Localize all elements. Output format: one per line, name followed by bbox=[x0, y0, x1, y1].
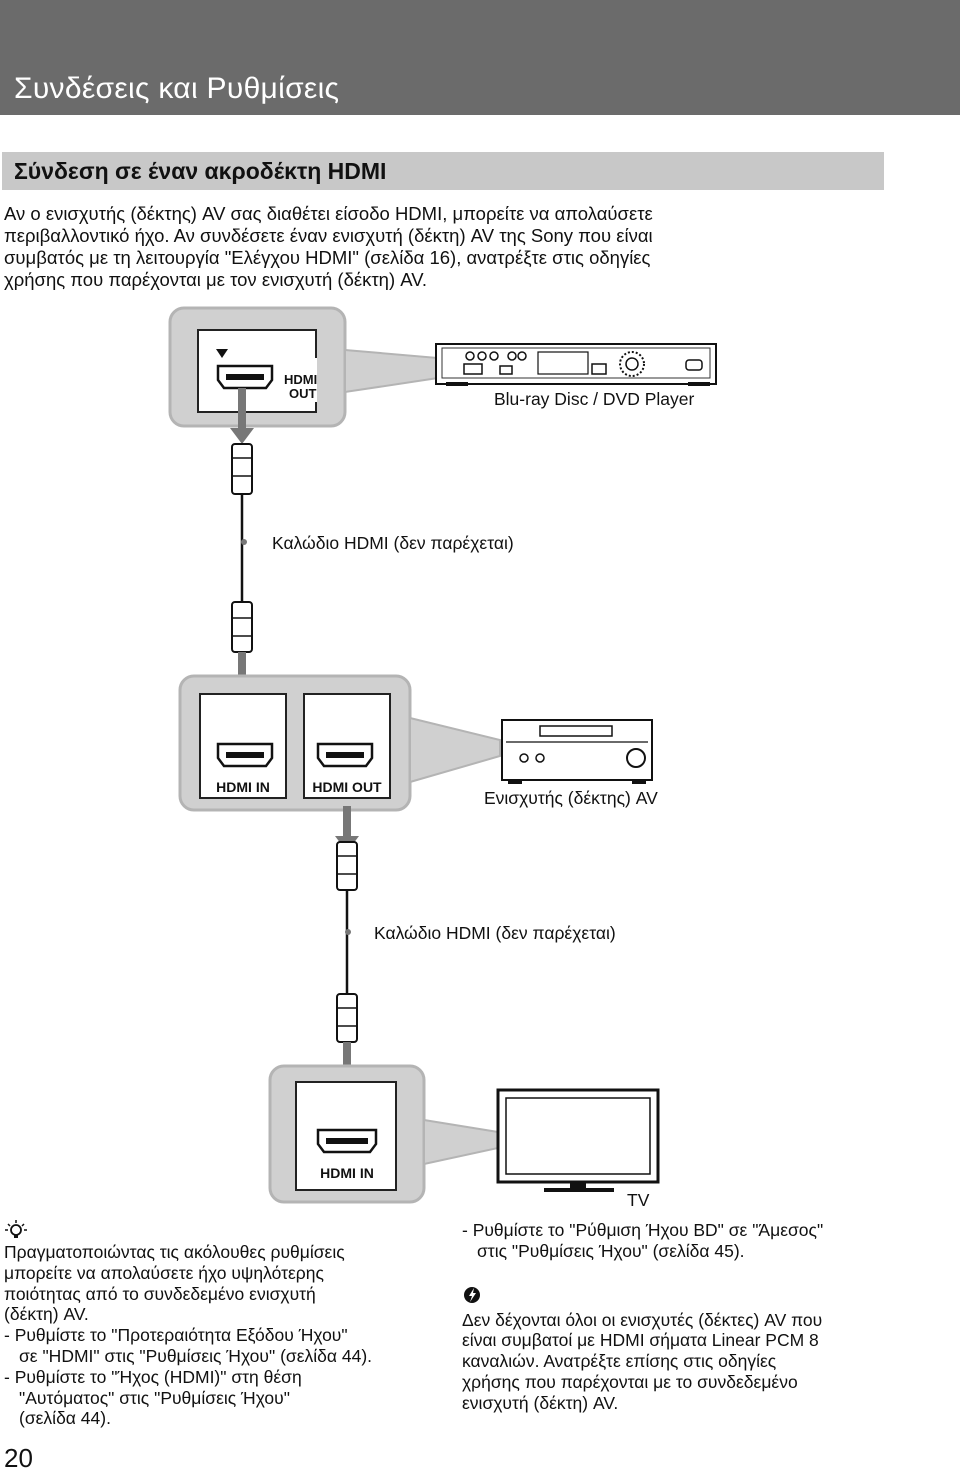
player-label: Blu-ray Disc / DVD Player bbox=[494, 389, 695, 409]
tv-label: TV bbox=[627, 1190, 650, 1210]
lightbulb-icon bbox=[5, 1220, 27, 1238]
tip-line: ποιότητας από το συνδεδεμένο ενισχυτή bbox=[4, 1283, 316, 1304]
tv-hdmi-in-label: HDMI IN bbox=[320, 1165, 374, 1181]
player-port-label-2: OUT bbox=[289, 386, 317, 401]
tip-bullet: σε "HDMI" στις "Ρυθμίσεις Ήχου" (σελίδα … bbox=[19, 1345, 373, 1366]
tip-line: μπορείτε να απολαύσετε ήχο υψηλότερης bbox=[4, 1262, 324, 1283]
intro-line: συμβατός με τη λειτουργία "Ελέγχου HDMI"… bbox=[4, 247, 651, 268]
amp-label: Ενισχυτής (δέκτης) AV bbox=[484, 788, 658, 808]
tip-block: Πραγματοποιώντας τις ακόλουθες ρυθμίσεις… bbox=[4, 1242, 434, 1429]
page-number: 20 bbox=[4, 1443, 33, 1473]
intro-line: χρήσης που παρέχονται με τον ενισχυτή (δ… bbox=[4, 269, 428, 290]
tip-bullet: στις "Ρυθμίσεις Ήχου" (σελίδα 45). bbox=[477, 1240, 745, 1261]
player-port-callout bbox=[168, 306, 439, 428]
player-port-label-1: HDMI bbox=[284, 372, 317, 387]
bluray-player-icon bbox=[435, 343, 717, 386]
connection-diagram: HDMI OUT bbox=[168, 306, 717, 1204]
right-column: - Ρυθμίστε το "Ρύθμιση Ήχου BD" σε "Άμεσ… bbox=[462, 1220, 922, 1414]
section-title: Σύνδεση σε έναν ακροδέκτη HDMI bbox=[14, 158, 387, 184]
tip-bullet: - Ρυθμίστε το "Ήχος (HDMI)" στη θέση bbox=[4, 1366, 302, 1387]
note-line: Δεν δέχονται όλοι οι ενισχυτές (δέκτες) … bbox=[462, 1309, 823, 1330]
tip-bullet: - Ρυθμίστε το "Προτεραιότητα Εξόδου Ήχου… bbox=[4, 1325, 348, 1346]
cable-2-label: Καλώδιο HDMI (δεν παρέχεται) bbox=[374, 923, 616, 943]
caution-icon bbox=[464, 1286, 480, 1303]
amp-hdmi-out-label: HDMI OUT bbox=[312, 779, 382, 795]
intro-paragraph: Αν ο ενισχυτής (δέκτης) AV σας διαθέτει … bbox=[4, 203, 904, 291]
cable-1-label: Καλώδιο HDMI (δεν παρέχεται) bbox=[272, 533, 514, 553]
amp-hdmi-in-label: HDMI IN bbox=[216, 779, 270, 795]
tip-line: Πραγματοποιώντας τις ακόλουθες ρυθμίσεις bbox=[4, 1242, 345, 1262]
note-line: ενισχυτή (δέκτη) AV. bbox=[462, 1392, 619, 1413]
tip-bullet: (σελίδα 44). bbox=[19, 1408, 111, 1429]
tv-port-callout bbox=[268, 1064, 499, 1204]
amp-port-callout bbox=[178, 674, 501, 812]
note-line: είναι συμβατοί με HDMI σήματα Linear PCM… bbox=[462, 1330, 819, 1351]
note-line: χρήσης που παρέχονται με το συνδεδεμένο bbox=[462, 1371, 798, 1392]
note-line: καναλιών. Ανατρέξτε επίσης στις οδηγίες bbox=[462, 1351, 777, 1372]
tip-bullet: - Ρυθμίστε το "Ρύθμιση Ήχου BD" σε "Άμεσ… bbox=[462, 1220, 824, 1240]
av-receiver-icon bbox=[501, 719, 653, 784]
intro-line: περιβαλλοντικό ήχο. Αν συνδέσετε έναν εν… bbox=[4, 225, 653, 246]
tip-line: (δέκτη) AV. bbox=[4, 1304, 89, 1325]
note-block: Δεν δέχονται όλοι οι ενισχυτές (δέκτες) … bbox=[462, 1310, 922, 1414]
tip-bullet: "Αυτόματος" στις "Ρυθμίσεις Ήχου" bbox=[19, 1387, 290, 1408]
page-header: Συνδέσεις και Ρυθμίσεις bbox=[0, 0, 960, 115]
section-bar: Σύνδεση σε έναν ακροδέκτη HDMI bbox=[2, 152, 884, 190]
intro-line: Αν ο ενισχυτής (δέκτης) AV σας διαθέτει … bbox=[4, 203, 653, 224]
page-title: Συνδέσεις και Ρυθμίσεις bbox=[14, 72, 340, 105]
tv-icon bbox=[496, 1088, 660, 1192]
